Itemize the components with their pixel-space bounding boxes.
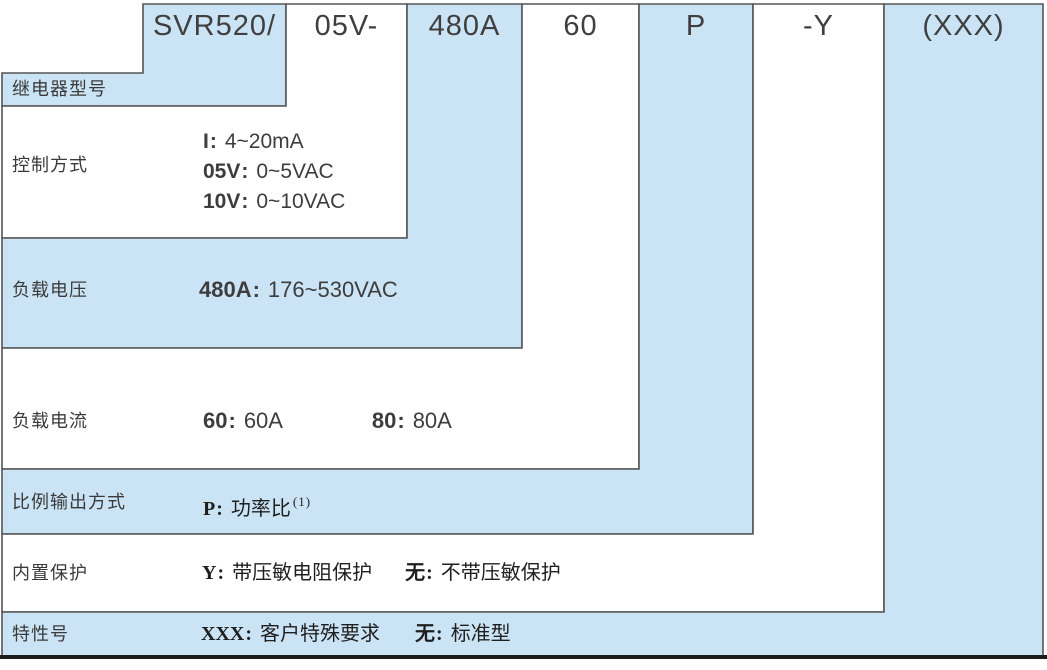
colon: : bbox=[228, 408, 236, 433]
option-key: 480A bbox=[199, 277, 252, 302]
row-label-relay-model: 继电器型号 bbox=[12, 79, 107, 99]
row-label-output-mode: 比例输出方式 bbox=[12, 492, 126, 512]
option-desc: 0~10VAC bbox=[256, 190, 346, 213]
option-key: 无 bbox=[415, 623, 436, 645]
option-desc: 176~530VAC bbox=[267, 277, 398, 302]
row-label-protection: 内置保护 bbox=[12, 563, 88, 583]
segment-protection: -Y bbox=[803, 10, 834, 42]
option-key: 60 bbox=[203, 408, 228, 433]
option-key: 10V bbox=[203, 190, 241, 213]
feature-code-options: XXX: 客户特殊要求 无: 标准型 bbox=[201, 618, 511, 650]
protection-options: Y: 带压敏电阻保护 无: 不带压敏保护 bbox=[202, 557, 561, 589]
segment-model-prefix: SVR520/ bbox=[152, 10, 277, 42]
row-label-feature-code: 特性号 bbox=[12, 624, 69, 644]
option-05v-input: 05V:0~5VAC bbox=[203, 157, 345, 187]
colon: : bbox=[426, 562, 433, 584]
option-desc: 客户特殊要求 bbox=[260, 623, 381, 645]
option-key: Y bbox=[202, 562, 217, 584]
output-mode-option: P: 功率比(1) bbox=[203, 486, 312, 520]
option-80a: 80:80A bbox=[372, 408, 452, 433]
segment-load-voltage: 480A bbox=[428, 10, 501, 42]
option-key: I bbox=[203, 130, 209, 153]
row-label-load-voltage: 负载电压 bbox=[12, 280, 88, 300]
colon: : bbox=[245, 623, 253, 645]
option-60a: 60:60A bbox=[203, 408, 288, 433]
option-current-input: I:4~20mA bbox=[203, 127, 345, 157]
bottom-rule bbox=[0, 655, 1047, 659]
colon: : bbox=[216, 498, 223, 520]
option-with-varistor: Y: 带压敏电阻保护 bbox=[202, 562, 377, 584]
colon: : bbox=[252, 277, 260, 302]
colon: : bbox=[241, 190, 249, 213]
load-current-options: 60:60A 80:80A bbox=[203, 405, 452, 437]
option-without-varistor: 无: 不带压敏保护 bbox=[405, 562, 561, 584]
option-custom: XXX: 客户特殊要求 bbox=[201, 623, 385, 645]
segment-output-mode: P bbox=[685, 10, 707, 42]
option-10v-input: 10V:0~10VAC bbox=[203, 187, 345, 217]
control-mode-options: I:4~20mA 05V:0~5VAC 10V:0~10VAC bbox=[203, 127, 345, 217]
option-key: 05V bbox=[203, 160, 241, 183]
option-desc: 60A bbox=[243, 408, 282, 433]
segment-control-mode: 05V- bbox=[314, 10, 379, 42]
option-desc: 不带压敏保护 bbox=[440, 562, 561, 584]
load-voltage-option: 480A:176~530VAC bbox=[199, 274, 398, 306]
option-key: 无 bbox=[405, 562, 426, 584]
option-desc: 标准型 bbox=[450, 623, 511, 645]
colon: : bbox=[436, 623, 443, 645]
option-desc: 0~5VAC bbox=[256, 160, 334, 183]
colon: : bbox=[241, 160, 249, 183]
row-label-load-current: 负载电流 bbox=[12, 411, 88, 431]
option-desc: 功率比 bbox=[230, 498, 291, 520]
option-key: XXX bbox=[201, 623, 245, 645]
option-key: P bbox=[203, 498, 216, 520]
colon: : bbox=[217, 562, 225, 584]
colon: : bbox=[209, 130, 217, 153]
option-key: 80 bbox=[371, 408, 397, 433]
option-standard: 无: 标准型 bbox=[415, 623, 511, 645]
option-desc: 4~20mA bbox=[224, 130, 304, 153]
footnote-marker: (1) bbox=[292, 494, 312, 509]
option-desc: 带压敏电阻保护 bbox=[232, 562, 373, 584]
row-label-control-mode: 控制方式 bbox=[12, 155, 88, 175]
option-desc: 80A bbox=[412, 408, 452, 433]
segment-feature-code: (XXX) bbox=[922, 10, 1005, 42]
segment-load-current: 60 bbox=[563, 10, 598, 42]
colon: : bbox=[397, 408, 405, 433]
